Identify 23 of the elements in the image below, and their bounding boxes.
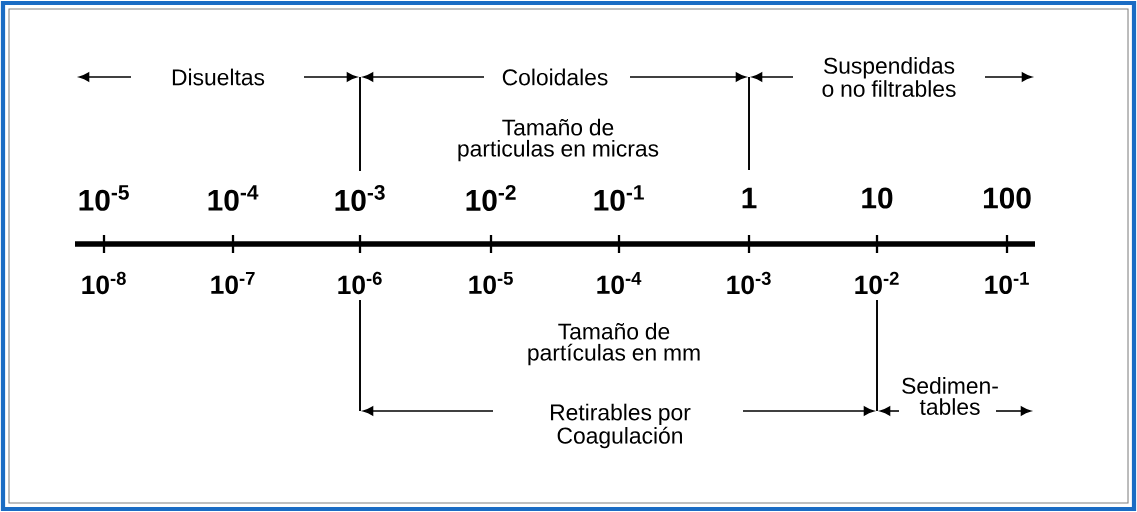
range-label: Disueltas [172, 68, 265, 86]
range-label: Suspendidas o no filtrables [822, 57, 956, 97]
scale-value: 10$^{-4}$ [597, 271, 642, 295]
scale-value: 10$^{-2}$ [466, 185, 516, 211]
axis-title: Tamaño de particulas en micras [458, 118, 659, 162]
scale-value: 10$^{-4}$ [208, 185, 259, 211]
axis-title: Tamaño de partículas en mm [528, 322, 700, 366]
scale-value: 10 [862, 187, 893, 209]
scale-value: 10$^{-7}$ [211, 271, 255, 295]
scale-value: 10$^{-6}$ [338, 271, 382, 295]
scale-value: 10$^{-8}$ [82, 271, 126, 295]
scale-value: 10$^{-5}$ [79, 185, 129, 211]
scale-value: 100 [983, 187, 1031, 209]
scale-value: 10$^{-3}$ [335, 185, 385, 211]
scale-value: 1 [742, 187, 757, 209]
range-label: Sedimen- tables [902, 377, 998, 415]
scale-value: 10$^{-1}$ [985, 271, 1029, 295]
scale-value: 10$^{-2}$ [855, 271, 899, 295]
range-label: Retirables por Coagulación [551, 403, 691, 449]
scale-value: 10$^{-5}$ [469, 271, 513, 295]
scale-value: 10$^{-3}$ [727, 271, 771, 295]
scale-value: 10$^{-1}$ [594, 185, 644, 211]
range-label: Coloidales [502, 68, 608, 86]
